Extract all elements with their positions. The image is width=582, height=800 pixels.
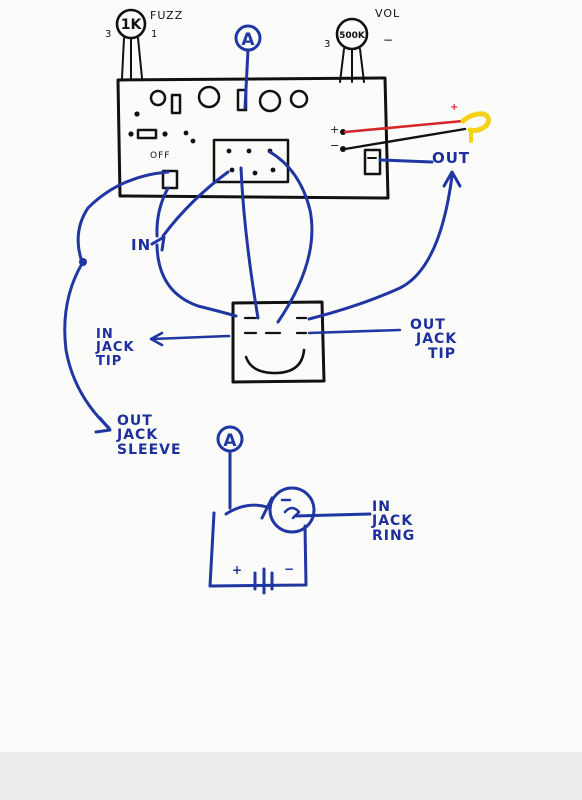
volume-pot-pin3: 3 xyxy=(324,39,332,50)
out-jack-tip-line-2: JACK xyxy=(416,331,458,348)
circuit-board xyxy=(115,8,390,200)
in-label: IN xyxy=(131,236,152,254)
fuzz-pot-pin1: 1 xyxy=(151,29,159,40)
blue-wiring xyxy=(63,24,462,595)
volume-pot-minus: − xyxy=(383,33,395,47)
volume-pot-value: 500K xyxy=(339,31,366,41)
in-jack-tip-line-2: JACK xyxy=(96,340,135,356)
resistor-3-icon xyxy=(136,128,158,140)
in-jack-tip-line-3: TIP xyxy=(96,353,123,369)
out-label: OUT xyxy=(432,149,471,167)
footswitch-pad xyxy=(212,138,290,184)
capacitor-icon xyxy=(149,89,167,107)
footswitch-lugs xyxy=(231,300,326,384)
led-positive-wire xyxy=(343,119,465,134)
node-a-bottom-label: A xyxy=(223,431,237,451)
fuzz-pot-pin3: 3 xyxy=(105,29,113,40)
out-jack-tip-label: OUT JACK TIP xyxy=(410,318,457,361)
out-jack-tip-line-3: TIP xyxy=(428,345,457,362)
dc-jack-icon xyxy=(268,486,316,534)
led-icon xyxy=(460,111,492,133)
transistor-3-icon xyxy=(289,89,309,109)
in-jack-ring-line-3: RING xyxy=(372,527,416,544)
node-a-top-label: A xyxy=(241,30,255,50)
battery-icon xyxy=(253,567,274,595)
out-jack-sleeve-line-3: SLEEVE xyxy=(117,441,182,458)
in-jack-ring-label: IN JACK RING xyxy=(372,500,415,543)
fuzz-pot-value: 1K xyxy=(121,17,143,33)
board-minus-label: − xyxy=(330,139,341,152)
fuzz-label: FUZZ xyxy=(150,9,184,22)
sleeve-wire xyxy=(63,260,111,430)
battery-plus-label: + xyxy=(232,563,244,577)
in-jack-tip-line-1: IN xyxy=(96,327,114,342)
out-jack-sleeve-label: OUT JACK SLEEVE xyxy=(117,414,182,457)
volume-label: VOL xyxy=(375,7,401,20)
off-label: OFF xyxy=(150,151,171,161)
board-plus-label: + xyxy=(330,123,341,136)
battery-minus-label: − xyxy=(284,562,296,576)
out-jack-tip-line-1: OUT xyxy=(410,317,446,333)
led-plus-label: + xyxy=(450,102,460,113)
in-jack-tip-label: IN JACK TIP xyxy=(96,328,135,368)
paper-bottom-edge xyxy=(0,752,582,800)
out-pad xyxy=(363,148,382,176)
off-pad xyxy=(161,169,179,190)
out-jack-sleeve-line-1: OUT xyxy=(117,413,153,429)
transistor-2-icon xyxy=(258,89,282,113)
in-jack-ring-line-1: IN xyxy=(372,499,391,515)
led-negative-wire xyxy=(343,127,467,151)
transistor-1-icon xyxy=(197,85,221,109)
in-jack-ring-line-2: JACK xyxy=(372,513,414,530)
out-jack-sleeve-line-2: JACK xyxy=(117,427,159,444)
resistor-1-icon xyxy=(170,93,182,115)
